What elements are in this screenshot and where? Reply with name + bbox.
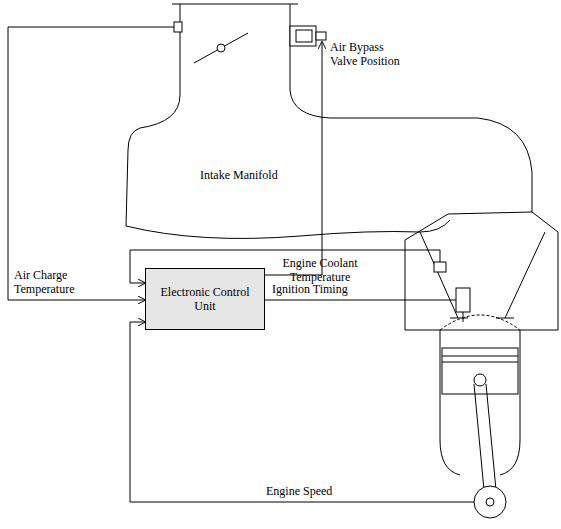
part-label: Intake Manifold [200, 168, 278, 182]
signal-label: Engine Coolant Temperature [278, 256, 362, 284]
cylinder-wall [440, 330, 441, 440]
signal-label: Air Bypass Valve Position [330, 40, 410, 68]
crank-pulley [474, 486, 506, 518]
throttle-flange [172, 4, 298, 5]
spark-plug [456, 288, 470, 312]
manifold-bottom [126, 220, 450, 238]
bypass-valve [290, 26, 316, 46]
connecting-rod [474, 384, 496, 490]
signal-label: Engine Speed [266, 484, 332, 498]
signal-wire [130, 322, 474, 502]
control-unit-box: Electronic Control Unit [145, 268, 265, 330]
signal-wire [8, 27, 174, 300]
manifold-runner [290, 10, 532, 212]
signal-wire [265, 300, 456, 301]
coolant-sensor [434, 262, 446, 272]
cylinder-head [405, 212, 558, 330]
temperature-sensor [174, 22, 182, 32]
piston [442, 348, 518, 394]
manifold-left-wall [126, 10, 180, 226]
signal-wire [265, 42, 322, 275]
box-title: Electronic Control Unit [154, 285, 256, 313]
throttle-plate [194, 33, 248, 63]
signal-label: Ignition Timing [272, 282, 348, 296]
signal-label: Air Charge Temperature [14, 268, 82, 296]
